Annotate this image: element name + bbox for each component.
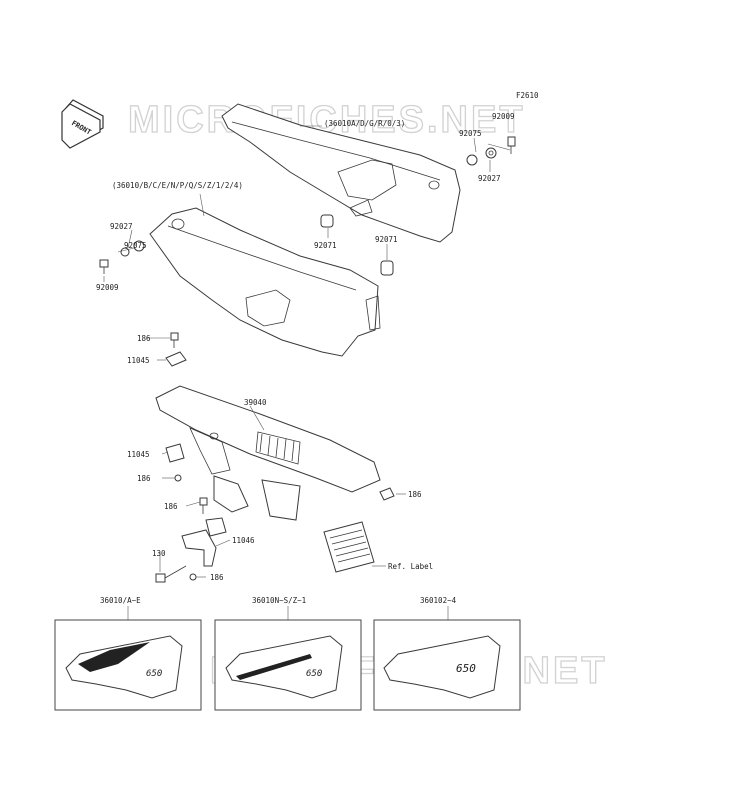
variant-decal-3: 650 [456, 662, 476, 675]
bolt-92009-l [99, 259, 109, 274]
label-92009-left: 92009 [96, 283, 119, 292]
label-92027-left: 92027 [110, 222, 133, 231]
variant-decal-2: 650 [306, 669, 322, 679]
bolt-186-c [199, 497, 208, 514]
label-cover-left: (36010/B/C/E/N/P/Q/S/Z/1/2/4) [112, 181, 243, 190]
variant-label-2: 36010N~S/Z~1 [252, 596, 306, 605]
bolt-186-b [174, 474, 182, 482]
label-186-a: 186 [137, 334, 151, 343]
label-cover-right: (36010A/D/G/R/0/3) [324, 119, 405, 128]
variant-decal-1: 650 [146, 669, 162, 679]
front-arrow-icon: FRONT [61, 99, 104, 149]
label-92075-left: 92075 [124, 241, 147, 250]
side-cover-left [149, 207, 381, 357]
variant-panel-1: 36010/A~E 650 [54, 596, 202, 711]
label-11045-b: 11045 [127, 450, 150, 459]
label-92071-a: 92071 [314, 241, 337, 250]
label-92009-right: 92009 [492, 112, 515, 121]
bolt-186-a [170, 332, 179, 348]
grommet-92075-l [133, 240, 145, 252]
leader-lines [103, 125, 511, 578]
bolt-130 [155, 565, 187, 583]
variant-label-1: 36010/A~E [100, 596, 141, 605]
variant-panel-2: 36010N~S/Z~1 650 [214, 596, 362, 711]
grommet-92071-b [380, 260, 394, 276]
washer-92027-r [485, 147, 497, 159]
side-cover-right [221, 103, 461, 243]
label-39040: 39040 [244, 398, 267, 407]
bolt-186-d [379, 487, 395, 501]
label-186-d: 186 [408, 490, 422, 499]
label-130: 130 [152, 549, 166, 558]
label-ref-label: Ref. Label [388, 562, 433, 571]
variant-label-3: 360102~4 [420, 596, 457, 605]
label-11045-a: 11045 [127, 356, 150, 365]
variant-panel-3: 360102~4 650 [373, 596, 521, 711]
clamp-11045-b [165, 443, 185, 463]
figure-id: F2610 [516, 91, 539, 100]
label-92075-right: 92075 [459, 129, 482, 138]
label-186-c: 186 [164, 502, 178, 511]
chain-guard-39040 [155, 385, 381, 521]
bolt-186-e [189, 573, 197, 581]
grommet-92071-a [320, 214, 334, 228]
bracket-11046 [181, 517, 227, 567]
label-92027-right: 92027 [478, 174, 501, 183]
grommet-92075-r [466, 154, 478, 166]
label-11046: 11046 [232, 536, 255, 545]
bolt-92009-r [507, 136, 516, 154]
label-186-b: 186 [137, 474, 151, 483]
label-92071-b: 92071 [375, 235, 398, 244]
label-186-e: 186 [210, 573, 224, 582]
clamp-11045-a [165, 351, 187, 367]
reference-label-card [323, 521, 375, 573]
